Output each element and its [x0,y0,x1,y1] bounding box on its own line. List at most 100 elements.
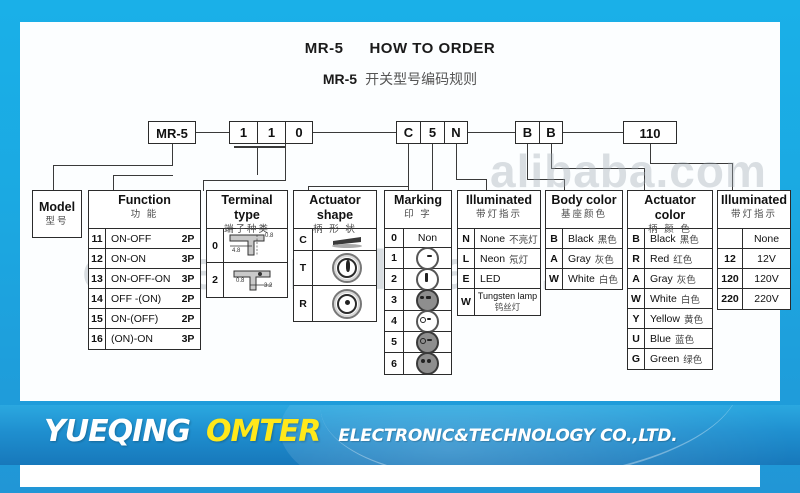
row-desc: ON-OFF-ON [111,272,171,285]
row-desc-wrap: Neon 氖灯 [475,249,540,268]
table-row: B Black 黑色 [628,229,712,249]
connector-line [113,175,115,191]
connector-line [468,132,515,134]
connector-line [53,165,55,191]
row-desc-cn: 白色 [598,275,618,286]
table-row: A Gray 灰色 [628,269,712,289]
row-desc: (ON)-ON [111,333,153,345]
row-code: U [628,329,645,348]
header-cn: 带灯指示 [730,209,777,220]
terminal-profile-icon [233,270,272,291]
table-row: 2 3.2 0.8 [207,263,287,297]
row-desc: LED [480,272,501,285]
connector-line [113,175,173,177]
row-poles: 3P [181,333,195,345]
connector-line [732,163,734,191]
row-code: N [458,229,475,248]
row-desc: Black [568,232,594,245]
spec-header-illuminated: Illuminated 带灯指示 [458,191,540,229]
header-cn: 印 字 [404,209,432,220]
row-desc: ON-ON [111,252,146,265]
table-row: 16 (ON)-ON 3P [89,329,200,349]
header-en: Terminal type [221,193,273,222]
spec-table-terminal-type: Terminal type 端子种类 0 4.8 0.8 2 [206,190,288,298]
connector-line [650,144,652,164]
row-code: 13 [89,269,106,288]
table-row: 5 [385,330,451,354]
row-code: 14 [89,289,106,308]
brand-tagline: ELECTRONIC&TECHNOLOGY CO.,LTD. [338,426,678,446]
code-cell-function-1: 1 [229,121,257,144]
row-code: 16 [89,329,106,349]
spec-table-illuminated-voltage: Illuminated 带灯指示 None 12 12V 120 120V 22… [717,190,791,310]
flat-actuator-icon [332,236,362,248]
brand-omter: OMTER [205,414,321,449]
connector-line [650,163,732,165]
marking-cell [404,330,451,354]
header-en: Model [38,200,76,214]
spec-header-terminal-type: Terminal type 端子种类 [207,191,287,235]
row-code: 220 [718,289,743,309]
table-row: R [294,286,376,321]
row-desc-cn: 不亮灯 [509,234,538,246]
round-bar-actuator-icon [332,253,362,283]
code-group-function-terminal: 1 1 0 [229,121,313,144]
row-desc: Tungsten lamp [477,291,538,301]
row-code: G [628,349,645,369]
spec-header-body-color: Body color 基座颜色 [546,191,622,229]
table-row: 2 [385,267,451,291]
row-code: T [294,251,313,285]
row-desc-cn: 黄色 [683,314,703,326]
terminal-drawing-1: 3.2 0.8 [224,263,287,297]
table-row: 0 4.8 0.8 [207,229,287,263]
row-code: 120 [718,269,743,288]
table-row: 3 [385,288,451,312]
code-cell-function-2: 1 [257,121,285,144]
row-desc-wrap: Yellow 黄色 [645,309,712,328]
row-desc-cn: 红色 [673,254,693,266]
bottom-white-strip [20,465,760,487]
connector-line [527,144,529,180]
dim-label: 0.8 [265,233,274,239]
table-row: 15 ON-(OFF) 2P [89,309,200,329]
code-group-colors: B B [515,121,563,144]
connector-line [456,144,458,180]
connector-line [172,144,174,166]
row-desc: 120V [754,272,779,285]
spec-table-illuminated-type: Illuminated 带灯指示 N None 不亮灯 L Neon 氖灯 E [457,190,541,316]
marking-cell [404,246,451,270]
row-poles: 2P [181,292,195,305]
row-desc-wrap: None 不亮灯 [475,229,540,248]
terminal-drawing-0: 4.8 0.8 [224,229,287,262]
row-desc: Non [417,232,438,244]
row-desc-wrap: Gray 灰色 [645,269,712,288]
row-desc: 220V [754,293,779,305]
company-logo: YUEQING OMTER ELECTRONIC&TECHNOLOGY CO.,… [44,414,678,449]
table-row: 12 ON-ON 3P [89,249,200,269]
row-desc-cn: 钨丝灯 [494,302,521,312]
marking-cell [404,288,451,312]
round-dot-actuator-icon [332,288,362,319]
spec-table-body-color: Body color 基座颜色 B Black 黑色 A Gray 灰色 W [545,190,623,290]
header-cn: 端子种类 [223,224,270,235]
row-desc: Red [650,252,670,265]
table-row: 11 ON-OFF 2P [89,229,200,249]
row-code: 12 [718,249,743,268]
row-desc: Blue [650,332,672,345]
row-code: 0 [385,229,404,247]
marking-cell [404,309,451,333]
connector-line [313,132,396,134]
table-row: T [294,251,376,286]
row-desc-wrap: Blue 蓝色 [645,329,712,348]
connector-line [551,144,553,169]
code-box-model: MR-5 [148,121,196,144]
table-row: 1 [385,246,451,270]
connector-line [196,132,229,134]
table-row: U Blue 蓝色 [628,329,712,349]
row-code: Y [628,309,645,328]
code-cell-actuator-color: B [539,121,563,144]
row-desc-wrap: Black 黑色 [563,229,622,248]
row-desc-wrap: LED [475,269,540,288]
brand-yueqing: YUEQING [44,414,191,449]
